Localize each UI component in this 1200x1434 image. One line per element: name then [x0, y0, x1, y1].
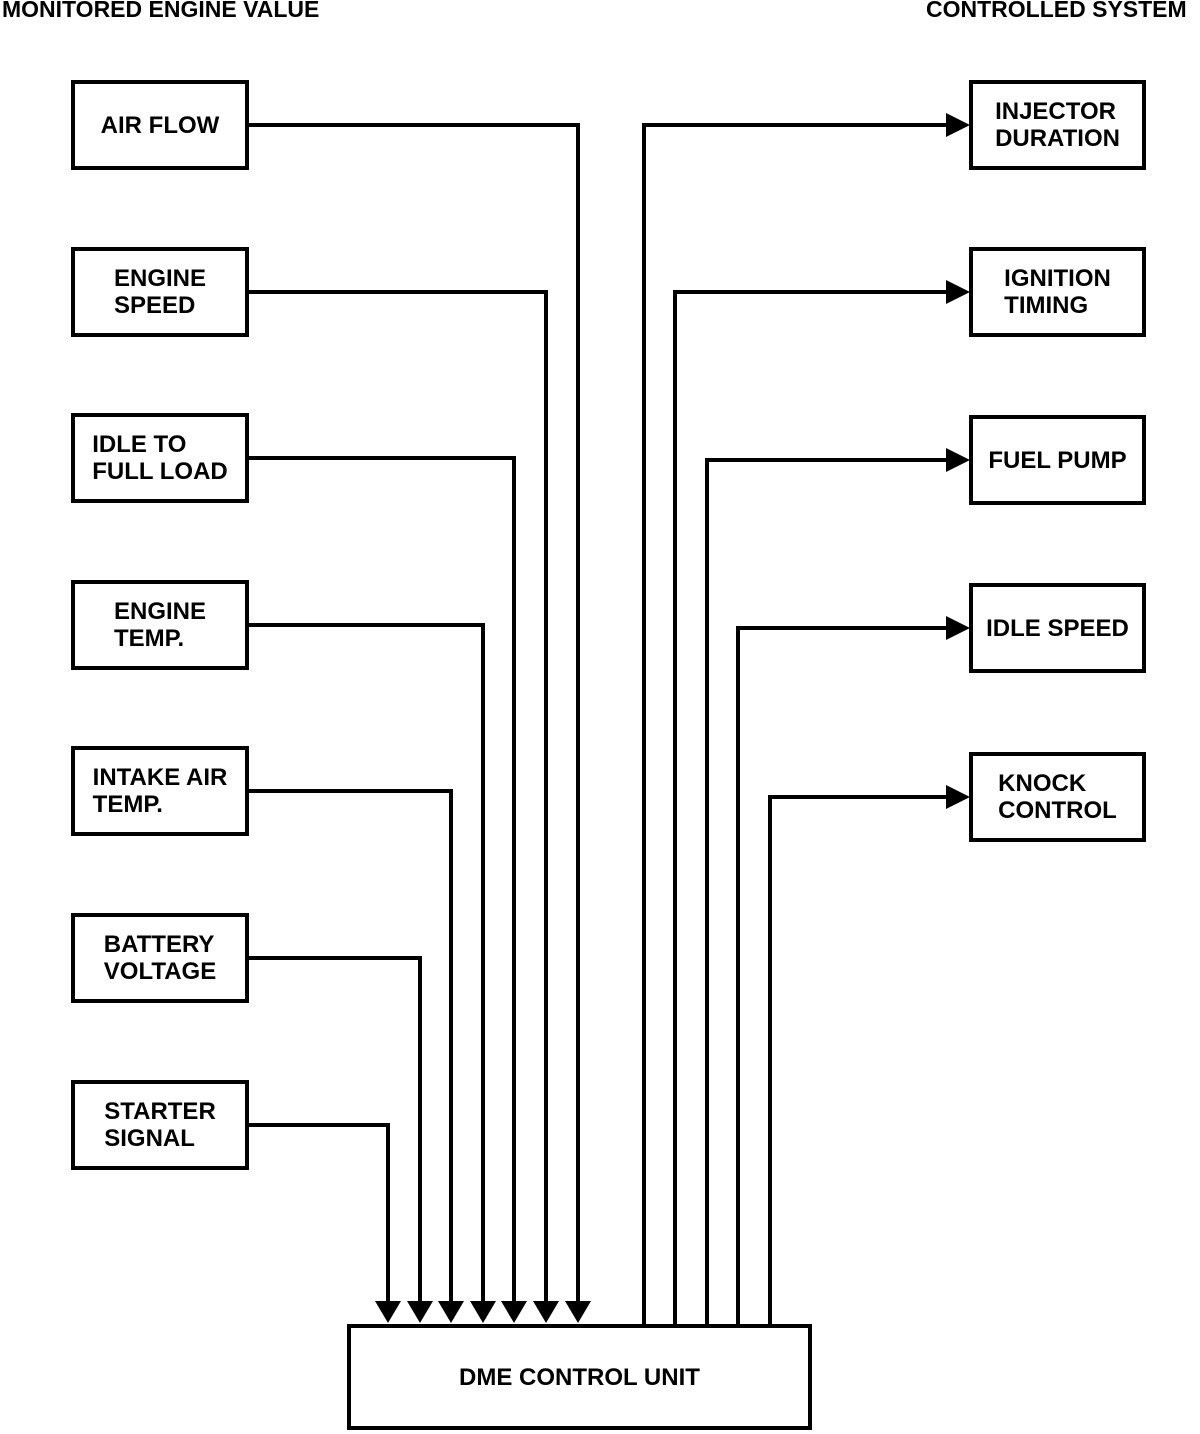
wire-segment	[249, 1123, 390, 1302]
controlled-system-heading: CONTROLLED SYSTEM	[926, 0, 1187, 22]
box-label: FUEL PUMP	[988, 446, 1127, 474]
wire-segment	[768, 795, 948, 1324]
wire-dme-to-injector-duration	[642, 113, 970, 1324]
wire-starter-signal-to-dme	[249, 1123, 401, 1323]
monitored-engine-value-heading: MONITORED ENGINE VALUE	[2, 0, 320, 22]
box-starter-signal: STARTER SIGNAL	[71, 1080, 249, 1170]
wire-engine-temp-to-dme	[249, 623, 496, 1323]
box-label: AIR FLOW	[100, 111, 220, 139]
wire-segment	[249, 789, 453, 1302]
arrow-down-icon	[407, 1301, 433, 1323]
arrow-down-icon	[533, 1301, 559, 1323]
box-battery-voltage: BATTERY VOLTAGE	[71, 913, 249, 1003]
wire-idle-to-full-load-to-dme	[249, 456, 527, 1323]
wire-segment	[249, 456, 516, 1302]
arrow-down-icon	[470, 1301, 496, 1323]
box-idle-to-full-load: IDLE TO FULL LOAD	[71, 413, 249, 503]
wire-segment	[249, 123, 580, 1302]
wire-intake-air-temp-to-dme	[249, 789, 464, 1323]
arrow-down-icon	[565, 1301, 591, 1323]
box-label: KNOCK CONTROL	[998, 770, 1117, 824]
wire-air-flow-to-dme	[249, 123, 591, 1323]
arrow-down-icon	[438, 1301, 464, 1323]
wire-segment	[705, 458, 948, 1324]
box-label: BATTERY VOLTAGE	[103, 931, 217, 985]
box-label: INTAKE AIR TEMP.	[92, 764, 228, 818]
box-label: IDLE SPEED	[986, 614, 1129, 642]
wire-segment	[736, 626, 948, 1324]
arrow-down-icon	[501, 1301, 527, 1323]
wire-segment	[673, 290, 948, 1324]
box-label: INJECTOR DURATION	[995, 98, 1120, 152]
box-label: IGNITION TIMING	[1004, 265, 1111, 319]
wire-engine-speed-to-dme	[249, 290, 559, 1323]
arrow-right-icon	[946, 280, 970, 304]
box-engine-speed: ENGINE SPEED	[71, 247, 249, 337]
wire-segment	[249, 290, 548, 1302]
box-idle-speed: IDLE SPEED	[969, 583, 1146, 673]
wire-segment	[642, 123, 948, 1324]
wire-segment	[249, 623, 485, 1302]
arrow-down-icon	[375, 1301, 401, 1323]
box-air-flow: AIR FLOW	[71, 80, 249, 170]
wire-segment	[249, 956, 422, 1302]
box-engine-temp: ENGINE TEMP.	[71, 580, 249, 670]
box-label: DME CONTROL UNIT	[459, 1363, 700, 1391]
box-label: IDLE TO FULL LOAD	[92, 431, 228, 485]
box-injector-duration: INJECTOR DURATION	[969, 80, 1146, 170]
wire-battery-voltage-to-dme	[249, 956, 433, 1323]
box-dme-control-unit: DME CONTROL UNIT	[347, 1324, 812, 1430]
box-fuel-pump: FUEL PUMP	[969, 415, 1146, 505]
wire-dme-to-knock-control	[768, 785, 970, 1324]
box-label: ENGINE SPEED	[113, 265, 206, 319]
wire-dme-to-ignition-timing	[673, 280, 970, 1324]
box-label: ENGINE TEMP.	[113, 598, 206, 652]
arrow-right-icon	[946, 785, 970, 809]
arrow-right-icon	[946, 113, 970, 137]
box-ignition-timing: IGNITION TIMING	[969, 247, 1146, 337]
arrow-right-icon	[946, 448, 970, 472]
wire-dme-to-fuel-pump	[705, 448, 970, 1324]
box-knock-control: KNOCK CONTROL	[969, 752, 1146, 842]
arrow-right-icon	[946, 616, 970, 640]
wire-dme-to-idle-speed	[736, 616, 970, 1324]
box-intake-air-temp: INTAKE AIR TEMP.	[71, 746, 249, 836]
box-label: STARTER SIGNAL	[104, 1098, 216, 1152]
